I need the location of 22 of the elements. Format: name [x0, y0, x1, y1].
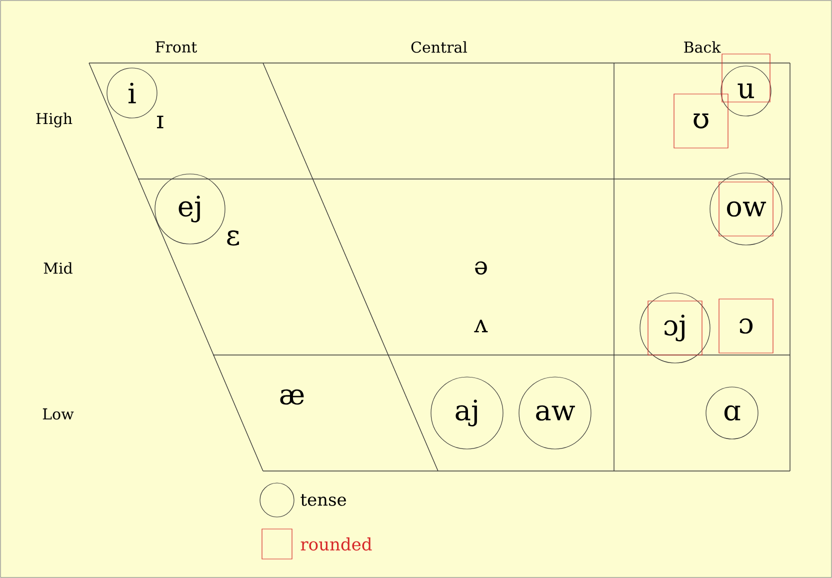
- legend-text: tense: [300, 494, 346, 506]
- vowel-symbol: ɪ: [157, 116, 164, 128]
- circled-vowel: ɑ: [706, 386, 758, 440]
- row-heading: High: [36, 112, 72, 128]
- circled-vowel: i: [106, 68, 158, 118]
- circled-vowel: aj: [430, 376, 504, 450]
- vowel-symbol: æ: [280, 389, 304, 405]
- vowel-symbol: ʌ: [474, 320, 488, 332]
- boxed-vowel: ɔ: [718, 298, 774, 354]
- vowel-symbol: ə: [475, 261, 487, 275]
- circled-vowel: aw: [518, 376, 592, 450]
- legend-text: rounded: [300, 537, 372, 551]
- row-heading: Mid: [44, 262, 72, 274]
- row-heading: Low: [42, 408, 74, 420]
- circled-vowel: ej: [154, 174, 226, 244]
- boxed-vowel: ʊ: [674, 94, 728, 148]
- circled-boxed-vowel: ɔj: [640, 292, 710, 364]
- column-heading: Front: [156, 41, 198, 53]
- column-heading: Back: [684, 41, 721, 53]
- circled-boxed-vowel: ow: [710, 172, 782, 246]
- column-heading: Central: [411, 41, 468, 53]
- circled-boxed-vowel: u: [720, 54, 772, 116]
